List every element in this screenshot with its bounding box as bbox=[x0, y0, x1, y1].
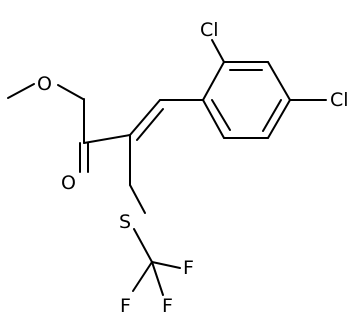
ring-bond-6-inner bbox=[211, 99, 231, 131]
bond-ester-to-alpha bbox=[83, 134, 131, 144]
bond-c-f-right bbox=[151, 261, 164, 296]
atom-f-bottom-right: F bbox=[162, 295, 173, 317]
bond-c-f-bottom bbox=[132, 261, 153, 292]
bond-alkene-a bbox=[129, 99, 161, 136]
bond-c-cl-ortho bbox=[211, 39, 225, 63]
bond-c-f-top bbox=[151, 261, 181, 269]
atom-o-ether: O bbox=[37, 73, 52, 95]
ring-bond-3 bbox=[267, 61, 291, 101]
atom-f-bottom-left: F bbox=[120, 295, 131, 317]
ring-bond-6 bbox=[202, 99, 225, 139]
bond-methyl-o bbox=[7, 83, 35, 99]
atom-f-top: F bbox=[183, 257, 194, 279]
ring-bond-4-inner bbox=[262, 99, 282, 132]
atom-labels: Cl Cl O O S F F F bbox=[37, 19, 349, 317]
bond-o-carbonyl-c bbox=[57, 84, 84, 100]
bond-s-cf3 bbox=[133, 228, 153, 263]
bond-layer bbox=[7, 39, 327, 296]
ring-bond-4 bbox=[267, 99, 291, 139]
bond-ch2-s bbox=[129, 184, 146, 214]
ring-bond-1 bbox=[202, 61, 225, 101]
atom-cl-ortho: Cl bbox=[200, 19, 219, 41]
bond-alkene-b bbox=[136, 108, 164, 141]
atom-cl-para: Cl bbox=[330, 89, 349, 111]
atom-s: S bbox=[119, 211, 131, 233]
atom-o-carbonyl: O bbox=[61, 172, 76, 194]
